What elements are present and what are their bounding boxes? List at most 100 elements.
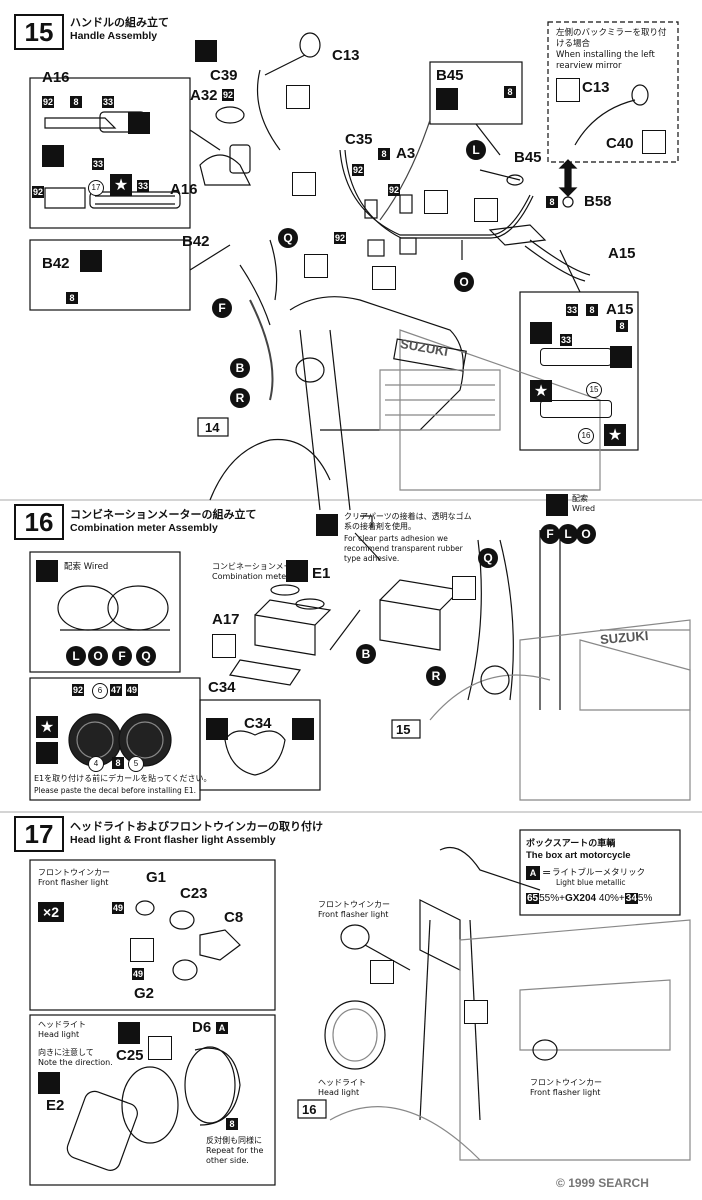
part-8: 8	[70, 96, 82, 108]
label-b45: B45	[514, 149, 542, 166]
label-a17: A17	[212, 611, 240, 628]
label-c39: C39	[210, 67, 238, 84]
letter-f: F	[112, 646, 132, 666]
flasher-jp: フロントウインカー	[38, 868, 110, 877]
part-33: 33	[137, 180, 149, 192]
color-code-65: 65	[526, 893, 540, 904]
label-c8: C8	[224, 909, 244, 926]
part-8: 8	[546, 196, 558, 208]
label-b42-box: B42	[42, 255, 70, 272]
cement-icon	[474, 198, 498, 222]
direction-en: Note the direction.	[38, 1058, 113, 1067]
copyright-mark: ©	[556, 1176, 565, 1190]
step-17-title-jp: ヘッドライトおよびフロントウインカーの取り付け	[70, 820, 323, 833]
step-15-number: 15	[14, 14, 64, 50]
letter-l: L	[466, 140, 486, 160]
wired-jp-top: 配索	[572, 494, 588, 503]
letter-f: F	[212, 298, 232, 318]
part-a: A	[216, 1022, 228, 1034]
box-art-title-jp: ボックスアートの車輌	[526, 839, 616, 849]
letter-b: B	[356, 644, 376, 664]
label-b58: B58	[584, 193, 612, 210]
step-16-title-en: Combination meter Assembly	[70, 522, 218, 534]
direction-jp: 向きに注意して	[38, 1048, 94, 1057]
cement-icon	[304, 254, 328, 278]
color-code-gx204: GX204	[564, 893, 597, 904]
step-17-title-en: Head light & Front flasher light Assembl…	[70, 834, 276, 846]
paint-icon	[195, 40, 217, 62]
clear-parts-note-jp: クリアパーツの接着は、透明なゴム系の接着剤を使用。	[344, 512, 472, 531]
headlight-en: Head light	[38, 1030, 80, 1039]
label-c40: C40	[606, 135, 634, 152]
cement-icon	[372, 266, 396, 290]
paint-icon	[80, 250, 102, 272]
cement-icon	[148, 1036, 172, 1060]
repeat-en: Repeat for the other side.	[206, 1146, 264, 1165]
box-art-color-en: Light blue metallic	[556, 878, 626, 887]
paint-icon	[610, 346, 632, 368]
paint-icon	[436, 88, 458, 110]
box-art-key: A	[526, 866, 540, 880]
part-33: 33	[92, 158, 104, 170]
label-c13: C13	[332, 47, 360, 64]
label-b45-box: B45	[436, 67, 464, 84]
part-33: 33	[560, 334, 572, 346]
label-b42: B42	[182, 233, 210, 250]
percent-55: 55%	[539, 893, 560, 904]
glue-icon	[36, 742, 58, 764]
flasher-main-en: Front flasher light	[318, 910, 389, 919]
part-15: 15	[586, 382, 602, 398]
cement-icon	[642, 130, 666, 154]
letter-q: Q	[278, 228, 298, 248]
part-8: 8	[504, 86, 516, 98]
part-49: 49	[132, 968, 144, 980]
ref-step-16: 16	[302, 1102, 317, 1117]
label-c23: C23	[180, 885, 208, 902]
paint-icon	[128, 112, 150, 134]
box-art-formula: 6555%+GX204 40%+345%	[526, 893, 652, 904]
percent-40: 40%	[598, 893, 619, 904]
headlight-main-en: Head light	[318, 1088, 360, 1097]
label-a15: A15	[608, 245, 636, 262]
plus-sign: +	[559, 893, 565, 904]
part-92: 92	[72, 684, 84, 696]
paint-icon	[206, 718, 228, 740]
ref-step-14: 14	[205, 420, 220, 435]
part-8: 8	[378, 148, 390, 160]
part-49: 49	[112, 902, 124, 914]
letter-r: R	[426, 666, 446, 686]
cement-icon	[424, 190, 448, 214]
plus-sign: +	[618, 893, 625, 904]
glue-icon	[546, 494, 568, 516]
paint-icon	[42, 145, 64, 167]
percent-5: 5%	[637, 893, 653, 904]
box-art-color-jp: ライトブルーメタリック	[552, 868, 646, 878]
label-d6: D6	[192, 1019, 212, 1036]
label-c35: C35	[345, 131, 373, 148]
label-g1: G1	[146, 869, 167, 886]
part-92: 92	[388, 184, 400, 196]
clear-parts-note-en: For clear parts adhesion we recommend tr…	[344, 534, 463, 563]
letter-o: O	[576, 524, 596, 544]
letter-r: R	[230, 388, 250, 408]
multiplier-badge: ×2	[38, 902, 64, 922]
flasher-right-en: Front flasher light	[530, 1088, 601, 1097]
label-e2: E2	[46, 1097, 65, 1114]
wired-en: Wired	[83, 562, 109, 572]
grip-illustration	[540, 400, 612, 418]
part-92: 92	[334, 232, 346, 244]
part-33: 33	[566, 304, 578, 316]
label-c25: C25	[116, 1047, 144, 1064]
color-code-34: 34	[624, 893, 638, 904]
part-8: 8	[226, 1118, 238, 1130]
headlight-main-jp: ヘッドライト	[318, 1078, 366, 1087]
wired-jp: 配索	[64, 562, 82, 572]
repeat-jp: 反対側も同様に	[206, 1136, 262, 1145]
glue-icon	[36, 560, 58, 582]
headlight-jp: ヘッドライト	[38, 1020, 86, 1029]
part-8: 8	[66, 292, 78, 304]
ref-step-15: 15	[396, 722, 411, 737]
wired-label: 配索 Wired	[64, 562, 108, 572]
flasher-en: Front flasher light	[38, 878, 109, 887]
label-c13-mirror: C13	[582, 79, 610, 96]
